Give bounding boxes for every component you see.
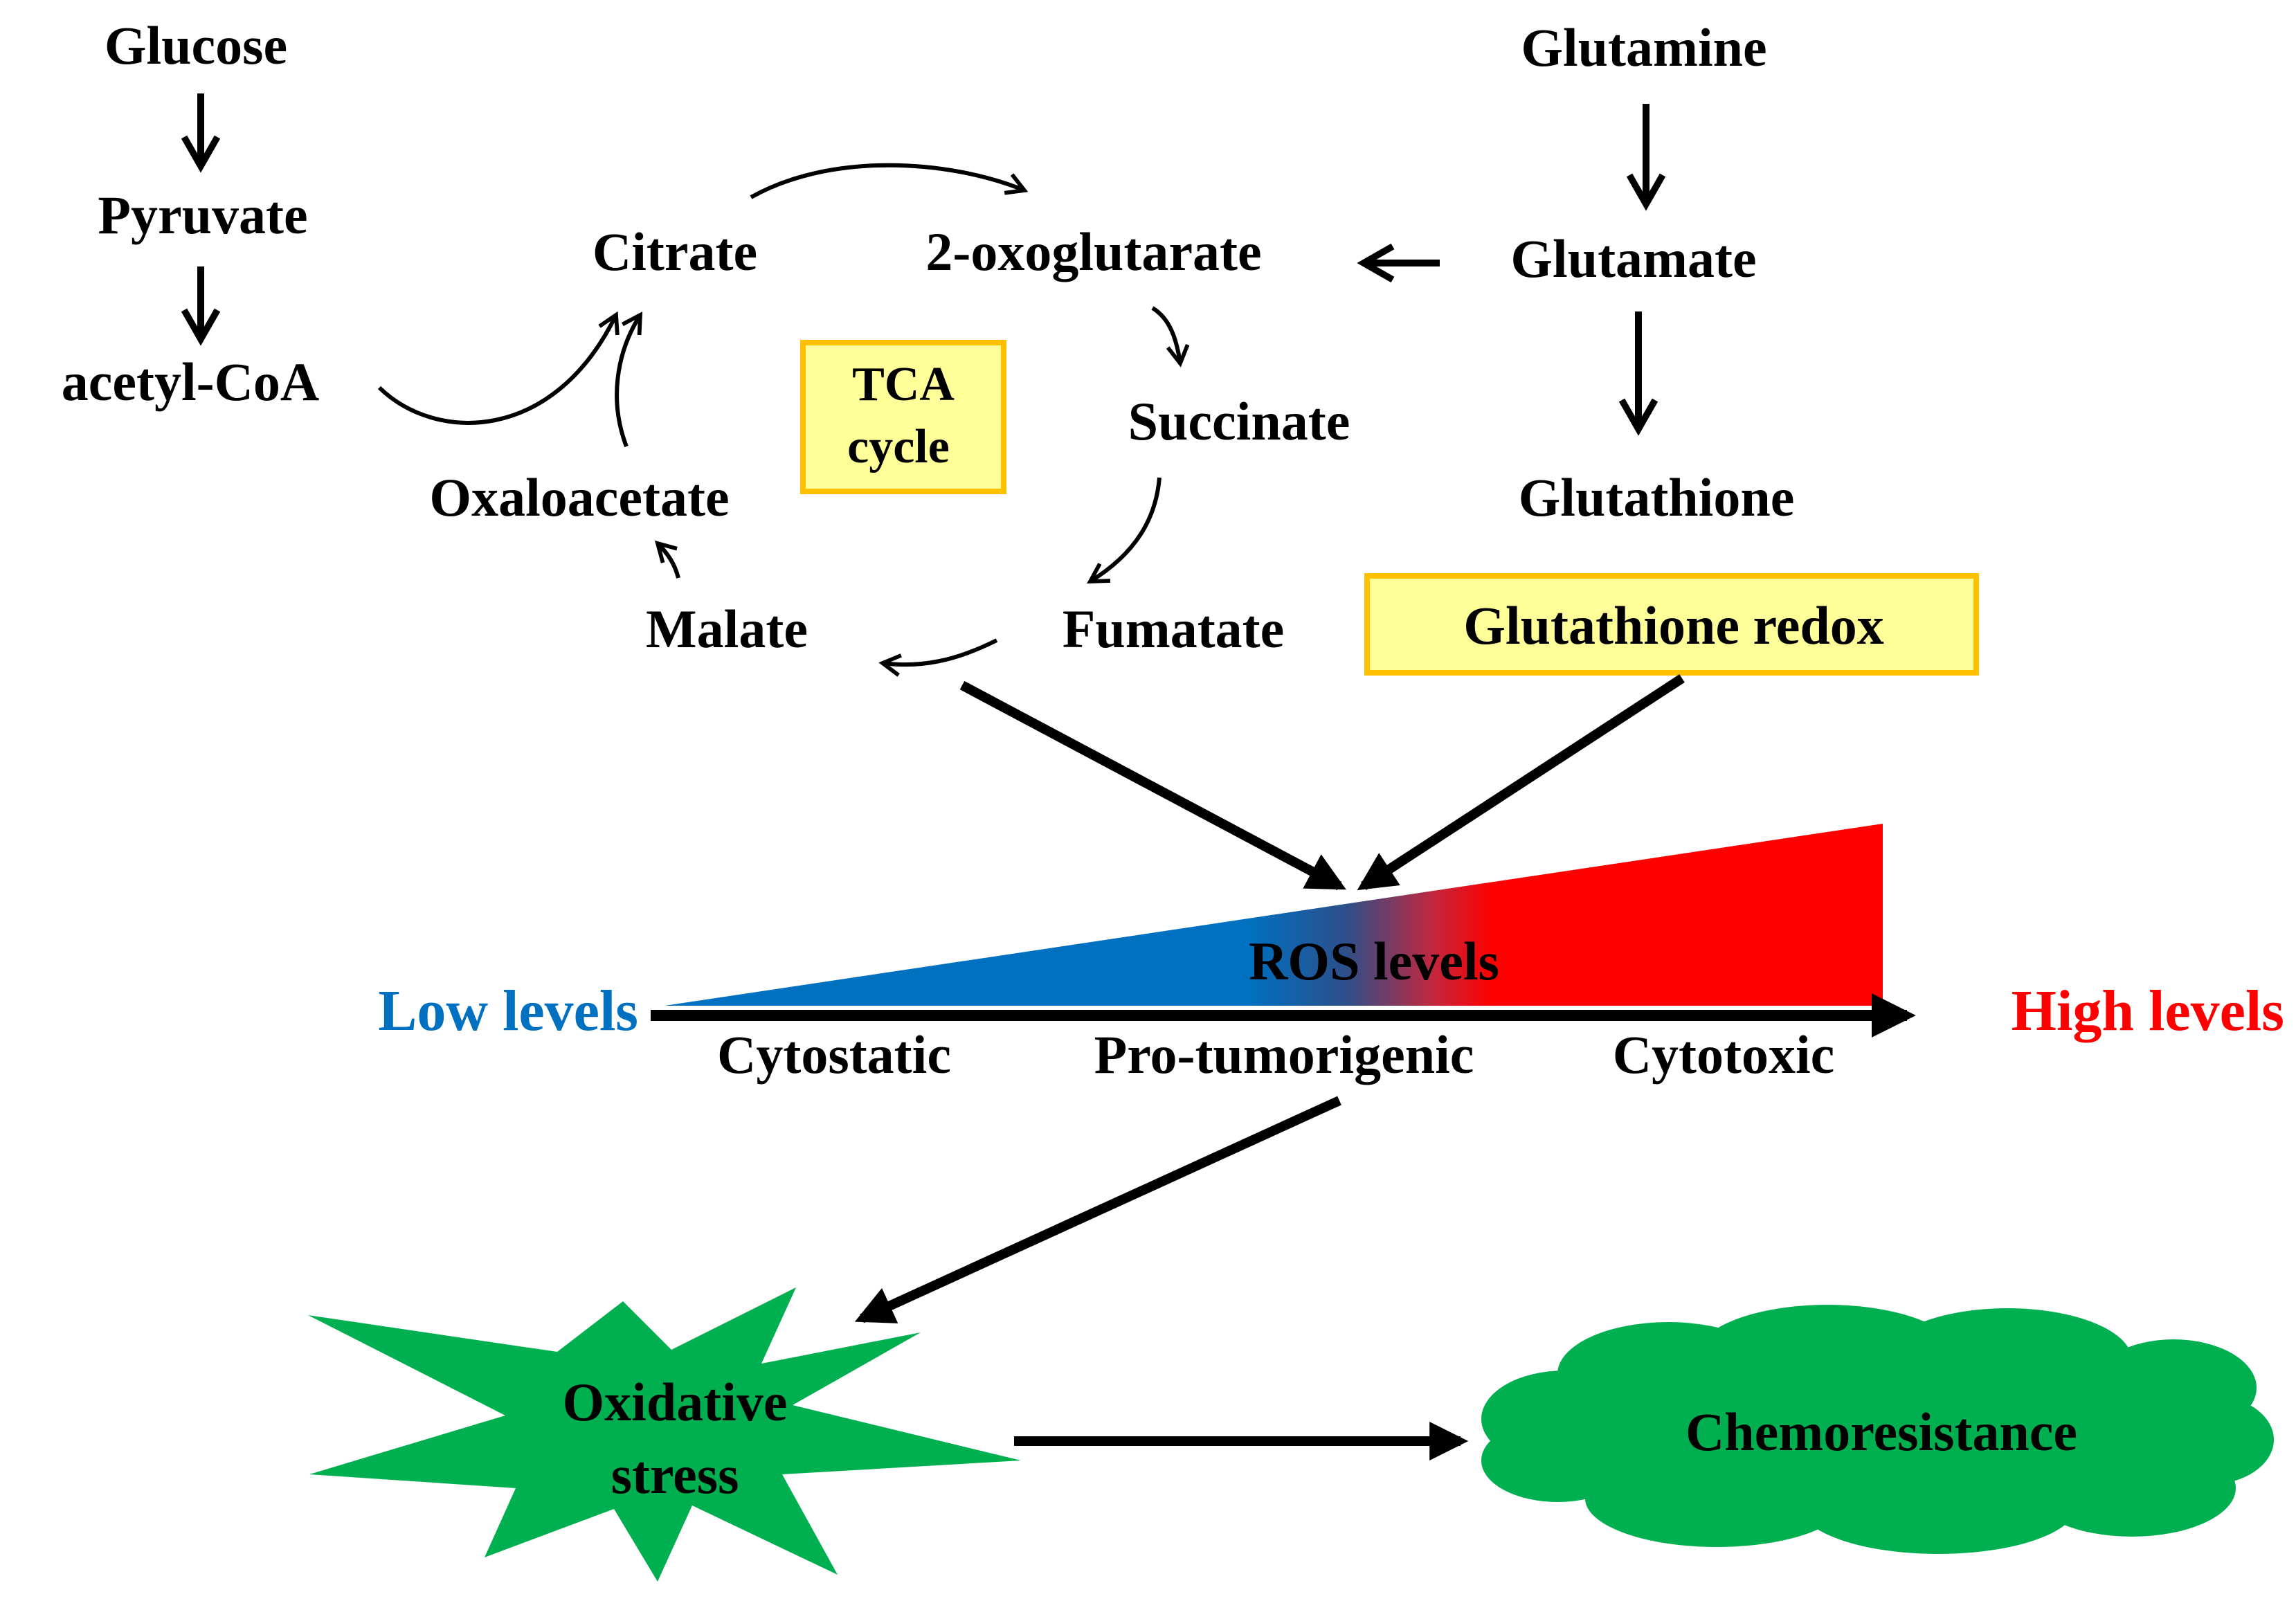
ros-levels-label: ROS levels: [1249, 931, 1499, 991]
stage-cytostatic-label: Cytostatic: [717, 1024, 951, 1085]
tca-cycle-label-line1: TCA: [852, 358, 955, 411]
chemoresistance-label: Chemoresistance: [1685, 1402, 2077, 1462]
high-levels-label: High levels: [2012, 979, 2284, 1043]
glutathione-label: Glutathione: [1519, 467, 1795, 527]
oxidative-stress-label-line2: stress: [611, 1445, 739, 1505]
arrow-citrate-oxoglutarate: [750, 163, 1029, 199]
chemoresistance-cloud: [1481, 1305, 2274, 1554]
oxoglutarate-label: 2-oxoglutarate: [925, 221, 1261, 282]
succinate-label: Succinate: [1128, 391, 1350, 451]
arrow-glutathione-redox-ros: [1357, 674, 1685, 891]
glucose-label: Glucose: [105, 15, 287, 75]
acetyl-coa-label: acetyl-CoA: [62, 352, 320, 412]
arrow-oxoglutarate-succinate: [1151, 306, 1190, 368]
oxaloacetate-label: Oxaloacetate: [429, 467, 729, 527]
stage-pro-tumorigenic-label: Pro-tumorigenic: [1094, 1024, 1474, 1085]
malate-label: Malate: [646, 599, 808, 659]
citrate-label: Citrate: [593, 221, 757, 282]
oxidative-stress-label-line1: Oxidative: [563, 1372, 788, 1432]
arrow-oxaloacetate-citrate: [615, 311, 643, 448]
arrow-acetylcoa-citrate: [377, 311, 620, 425]
ros-levels-wedge: [665, 824, 1883, 1006]
low-levels-label: Low levels: [378, 979, 638, 1043]
arrow-ros-oxidative-stress: [854, 1096, 1341, 1323]
oxidative-stress-starburst: [308, 1287, 1021, 1582]
glutamine-label: Glutamine: [1521, 17, 1766, 78]
tca-cycle-label-line2: cycle: [847, 420, 950, 473]
arrow-malate-oxaloacetate: [654, 540, 680, 579]
pyruvate-label: Pyruvate: [98, 185, 307, 245]
arrow-fumatate-ros: [959, 680, 1346, 891]
tca-cycle-box: [800, 340, 1006, 494]
stage-cytotoxic-label: Cytotoxic: [1613, 1024, 1835, 1085]
glutathione-redox-box: [1364, 573, 1979, 676]
arrow-fumatate-malate: [878, 638, 998, 677]
glutathione-redox-label: Glutathione redox: [1463, 595, 1883, 655]
glutamate-label: Glutamate: [1510, 228, 1756, 289]
fumatate-label: Fumatate: [1063, 599, 1285, 659]
arrow-succinate-fumatate: [1087, 477, 1161, 584]
